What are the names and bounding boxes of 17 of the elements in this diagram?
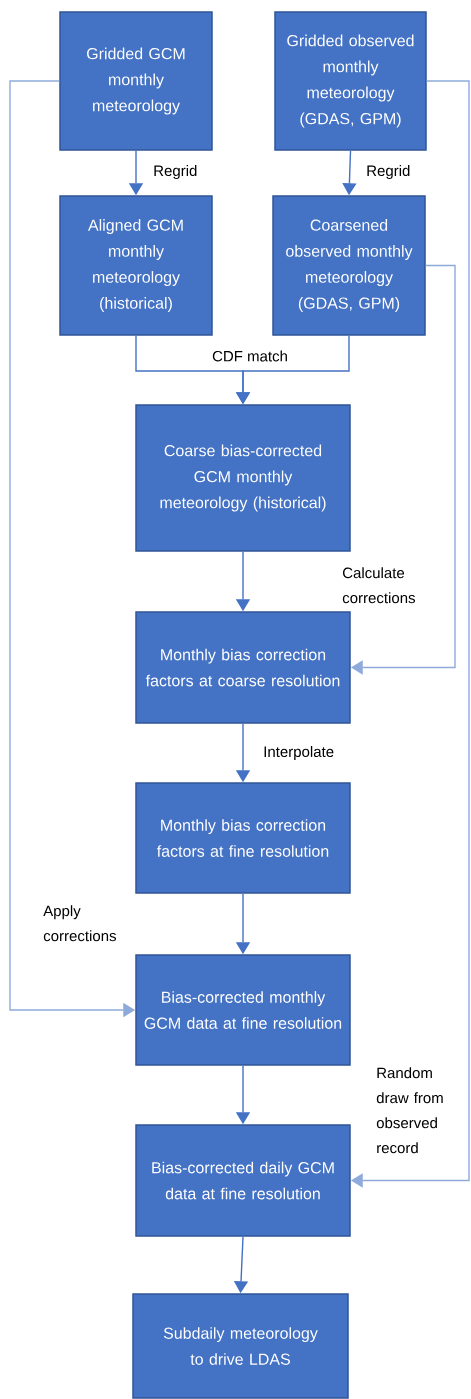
process-box: Coarsened observed monthly meteorology (GDAS, GPM) — [272, 195, 426, 336]
process-box: Gridded GCM monthly meteorology — [59, 11, 213, 151]
edge-label: CDF match — [211, 349, 289, 363]
process-box: Bias-corrected daily GCM data at fine resolution — [135, 1124, 351, 1237]
edge-label: Regrid — [154, 165, 197, 179]
edge-label: Interpolate — [264, 746, 334, 760]
process-box: Coarse bias-corrected GCM monthly meteorology (historical) — [135, 404, 351, 552]
edge-label: Random draw from observed record — [376, 1067, 443, 1154]
process-box: Aligned GCM monthly meteorology (historical) — [59, 195, 213, 336]
process-box: Monthly bias correction factors at coarse resolution — [135, 611, 351, 724]
process-box: Subdaily meteorology to drive LDAS — [132, 1293, 349, 1399]
edge-label: Regrid — [367, 165, 410, 179]
edge-label: Apply corrections — [43, 905, 116, 942]
process-box: Monthly bias correction factors at fine resolution — [135, 782, 351, 894]
process-box: Bias-corrected monthly GCM data at fine resolution — [135, 954, 351, 1066]
edge-label: Calculate corrections — [342, 567, 415, 604]
process-box: Gridded observed monthly meteorology (GDAS, GPM) — [274, 11, 427, 151]
